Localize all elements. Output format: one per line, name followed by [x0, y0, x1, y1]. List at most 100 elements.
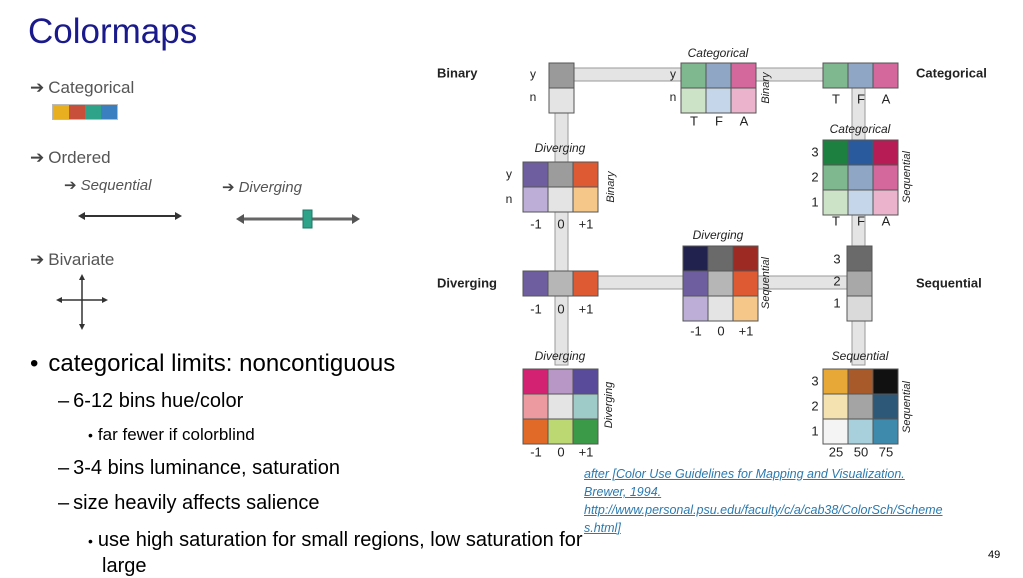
colormap-cell: [872, 368, 899, 395]
bullet-1-3-1: •use high saturation for small regions, …: [88, 529, 583, 551]
tick-label: T: [832, 213, 840, 228]
colormap-cell: [872, 62, 899, 89]
colormap-cell: [547, 186, 574, 213]
categorical-swatches: [52, 104, 118, 120]
colormap-cell: [732, 245, 759, 272]
arrow-icon: ➔: [30, 78, 45, 97]
colormap-cell: [522, 393, 549, 420]
cell-title: Sequential: [832, 349, 889, 363]
colormap-cell: [847, 62, 874, 89]
swatch: [85, 105, 101, 119]
tick-label: 1: [811, 423, 818, 438]
tick-label: F: [857, 91, 865, 106]
tick-label: 2: [833, 273, 840, 288]
colormap-cell: [822, 368, 849, 395]
tick-label: +1: [739, 323, 754, 338]
cell-title: Categorical: [830, 122, 891, 136]
legend-categorical: ➔Categorical: [30, 78, 135, 97]
cell-title: Diverging: [535, 349, 586, 363]
swatch: [69, 105, 85, 119]
categorical-sequential-colormap: [822, 139, 899, 216]
tick-label: A: [740, 113, 749, 128]
colormap-cell: [846, 295, 873, 322]
colormap-cell: [572, 368, 599, 395]
colormap-cell: [707, 295, 734, 322]
colormap-cell: [872, 418, 899, 445]
axis-label-binary: Binary: [437, 65, 478, 80]
colormap-cell: [680, 62, 707, 89]
tick-label: 1: [811, 194, 818, 209]
colormap-cell: [847, 164, 874, 191]
bullet-1-3-1-continued: large: [102, 555, 147, 577]
colormap-cell: [572, 418, 599, 445]
legend-diverging: ➔Diverging: [222, 179, 302, 196]
side-label: Sequential: [901, 150, 913, 203]
colormap-cell: [522, 161, 549, 188]
colormap-cell: [822, 62, 849, 89]
diverging-diverging-colormap: [522, 368, 599, 445]
colormap-cell: [732, 270, 759, 297]
bivariate-axes-icon: [56, 274, 108, 330]
tick-label: -1: [530, 216, 542, 231]
bullet-1: •categorical limits: noncontiguous: [30, 350, 396, 377]
sequential-axis-icon: [78, 212, 182, 220]
tick-label: y: [506, 167, 512, 181]
colormap-cell: [822, 418, 849, 445]
arrow-icon: ➔: [30, 148, 45, 167]
colormap-cell: [730, 62, 757, 89]
colormap-cell: [707, 270, 734, 297]
cell-title: Categorical: [688, 46, 749, 60]
tick-label: 3: [811, 373, 818, 388]
colormap-cell: [705, 87, 732, 114]
colormap-cell: [547, 161, 574, 188]
colormap-cell: [547, 418, 574, 445]
colormap-cell: [548, 87, 575, 114]
page-number: 49: [988, 549, 1001, 561]
colormap-cell: [682, 295, 709, 322]
colormap-cell: [572, 393, 599, 420]
side-label: Diverging: [603, 381, 615, 428]
tick-label: n: [670, 90, 677, 104]
colormap-cell: [547, 270, 574, 297]
colormap-cell: [732, 295, 759, 322]
binary-colormap: [548, 62, 575, 114]
colormap-cell: [680, 87, 707, 114]
side-label: Binary: [760, 71, 772, 104]
categorical-colormap: [822, 62, 899, 89]
tick-label: +1: [579, 301, 594, 316]
tick-label: -1: [530, 444, 542, 459]
side-label: Binary: [605, 170, 617, 203]
colormap-cell: [572, 186, 599, 213]
side-label: Sequential: [760, 256, 772, 309]
tick-label: y: [670, 67, 676, 81]
legend-ordered: ➔Ordered: [30, 148, 111, 167]
tick-label: -1: [690, 323, 702, 338]
bullet-1-3: –size heavily affects salience: [58, 492, 320, 514]
colormap-cell: [872, 393, 899, 420]
colormap-cell: [822, 164, 849, 191]
colormap-cell: [522, 270, 549, 297]
tick-label: F: [715, 113, 723, 128]
tick-label: 3: [833, 251, 840, 266]
tick-label: 0: [557, 301, 564, 316]
colormap-cell: [522, 418, 549, 445]
diverging-binary-colormap: [522, 161, 599, 213]
citation-link[interactable]: after [Color Use Guidelines for Mapping …: [584, 467, 943, 535]
colormap-cells: [522, 62, 899, 445]
legend-sequential: ➔Sequential: [64, 177, 152, 194]
colormap-cell: [547, 368, 574, 395]
sequential-sequential-colormap: [822, 368, 899, 445]
colormap-cell: [847, 393, 874, 420]
colormap-cell: [548, 62, 575, 89]
arrow-icon: ➔: [222, 179, 235, 196]
legend-bivariate: ➔Bivariate: [30, 250, 115, 269]
swatch: [53, 105, 69, 119]
colormap-cell: [846, 270, 873, 297]
colormap-cell: [872, 189, 899, 216]
tick-label: T: [832, 91, 840, 106]
colormap-cell: [522, 186, 549, 213]
colormap-cell: [822, 139, 849, 166]
tick-label: y: [530, 67, 536, 81]
